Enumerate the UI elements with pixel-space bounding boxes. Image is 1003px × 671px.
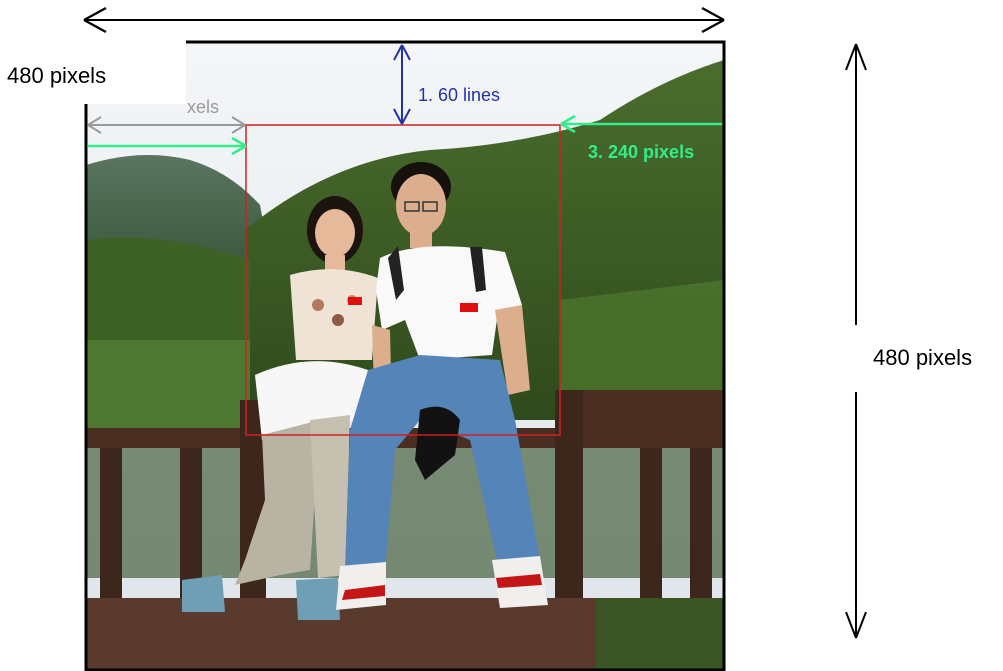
right-margin-arrow [560,114,722,134]
photo-railing-post [180,448,202,608]
width-dimension-arrow [83,7,725,33]
photo [86,42,724,670]
height-dimension-arrow [845,43,867,639]
label-background [0,38,186,104]
photo-railing-post [100,448,122,608]
photo-railing-right [583,390,724,440]
photo-person-left [182,196,378,620]
photo-railing-post [640,448,662,608]
height-label: 480 pixels [873,345,972,370]
left-margin-arrow [87,116,247,156]
photo-frame [84,40,726,671]
left-margin-label: xels [187,97,219,117]
top-margin-label: 1. 60 lines [418,85,500,105]
right-margin-label: 3. 240 pixels [588,142,694,162]
crop-rectangle [245,124,561,436]
photo-railing-post [690,448,712,608]
photo-person-right [336,162,548,610]
photo-mountain-left [86,155,270,260]
photo-bench-seat [86,598,596,670]
photo-ground-right [596,598,724,670]
width-label: 480 pixels [7,63,106,88]
photo-grass-left [86,340,250,440]
top-margin-arrow [393,44,411,125]
photo-railing-post [555,390,583,610]
